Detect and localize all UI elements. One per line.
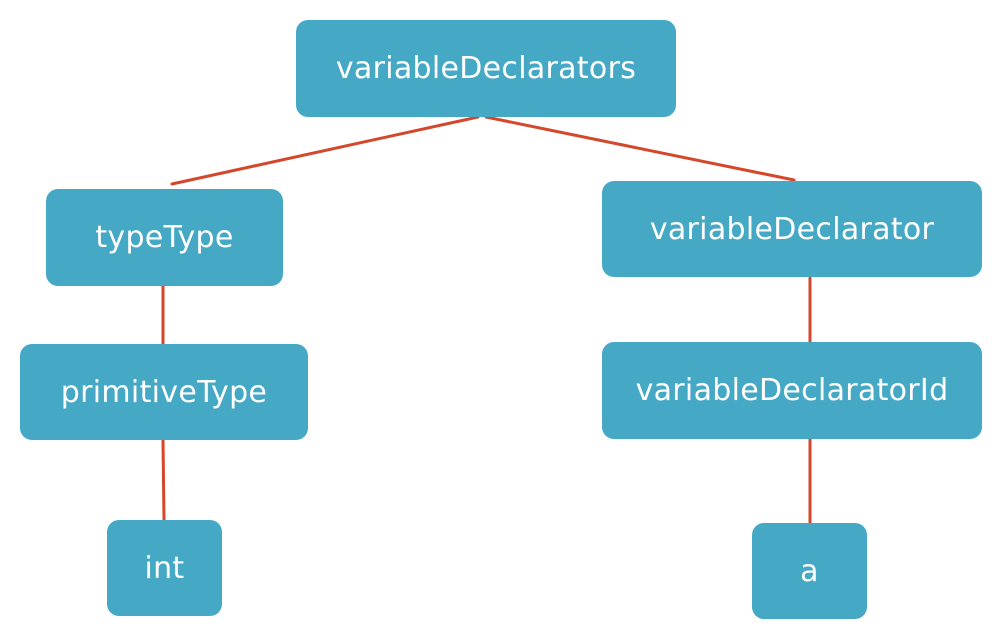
node-label: variableDeclarator [649, 211, 935, 247]
node-label: primitiveType [60, 374, 268, 410]
node-variable-declarators: variableDeclarators [296, 20, 676, 117]
node-int: int [107, 520, 222, 616]
edge-root-typetype [170, 115, 480, 186]
node-label: variableDeclaratorId [635, 373, 949, 408]
node-label: variableDeclarators [335, 51, 637, 86]
node-a: a [752, 523, 867, 619]
node-type-type: typeType [46, 189, 283, 286]
node-primitive-type: primitiveType [20, 344, 308, 440]
edge-root-variabledeclarator [484, 115, 796, 182]
node-variable-declarator: variableDeclarator [602, 181, 982, 277]
node-label: a [800, 553, 819, 589]
node-label: int [144, 550, 185, 586]
node-label: typeType [95, 220, 234, 255]
node-variable-declarator-id: variableDeclaratorId [602, 342, 982, 439]
edge-primitivetype-int [161, 438, 166, 522]
